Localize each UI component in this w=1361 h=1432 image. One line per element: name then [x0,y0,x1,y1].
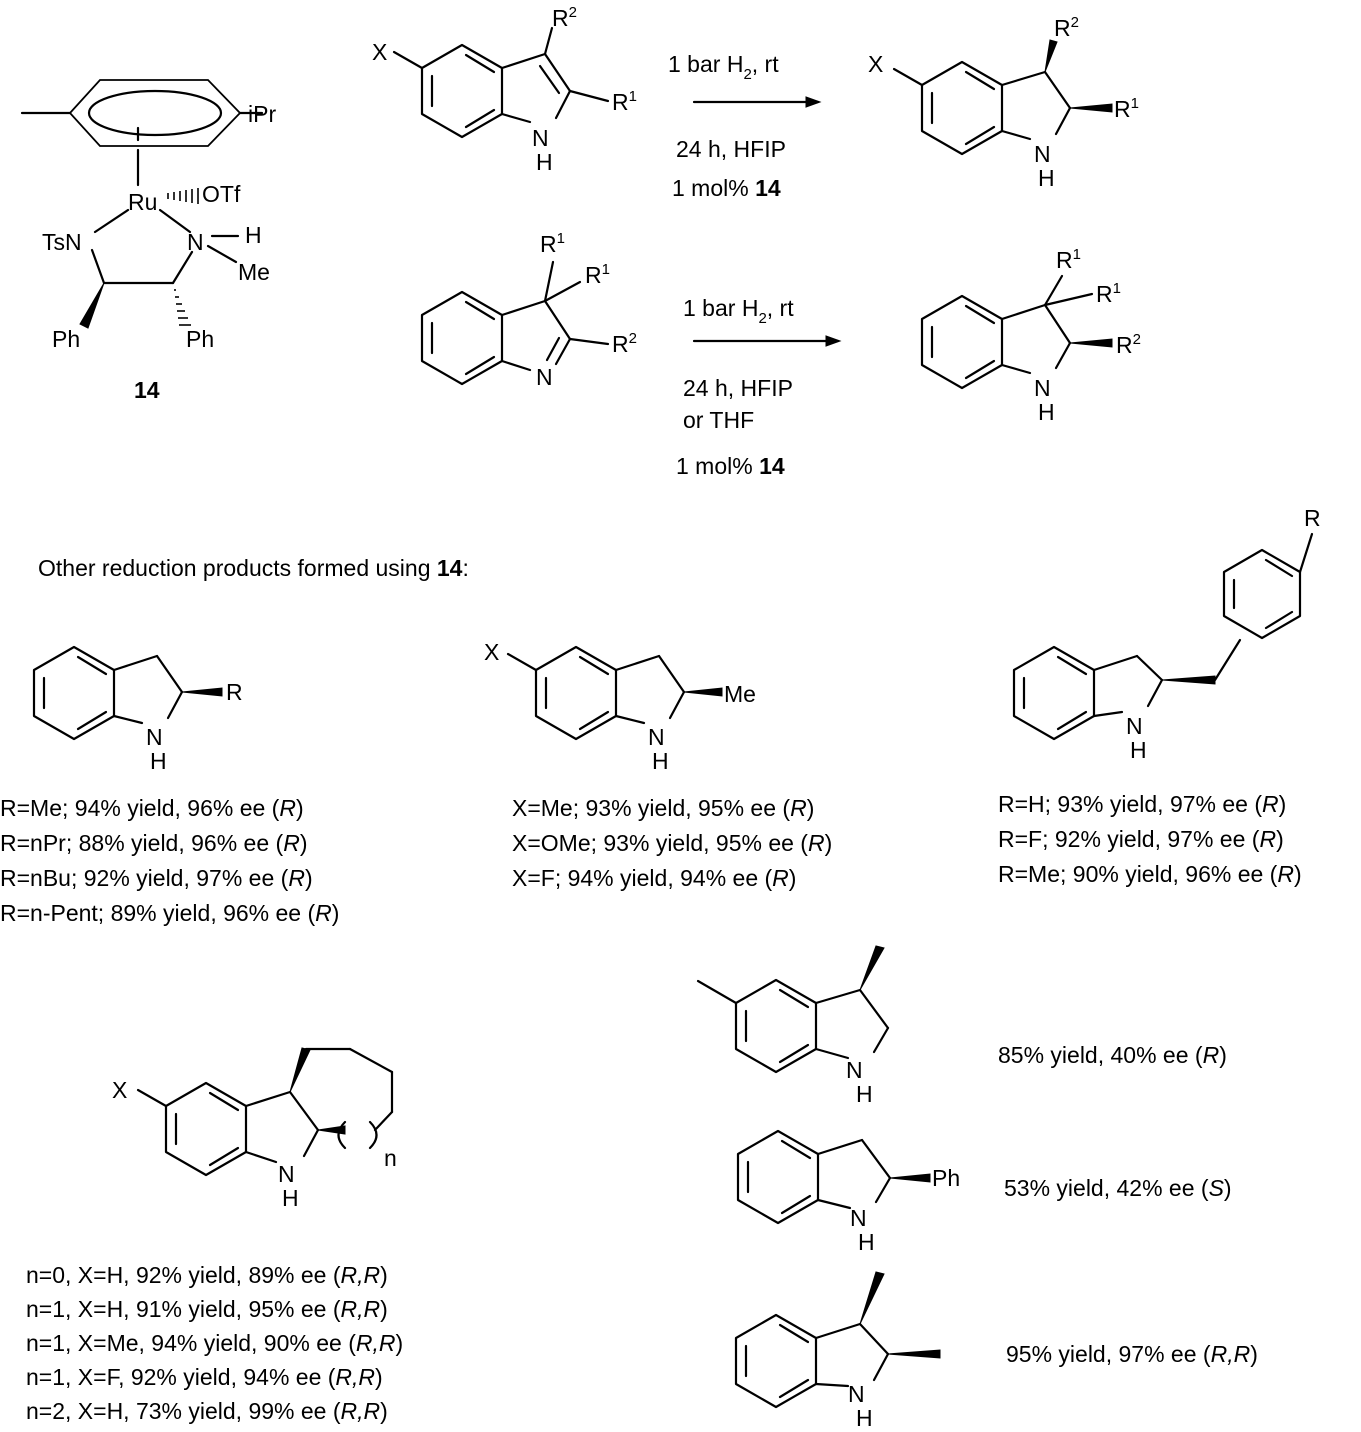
section-heading: Other reduction products formed using 14… [38,555,469,581]
ru-otf-hashed-bond [167,188,199,204]
nh-label: N [146,724,163,750]
nh-label: N [278,1161,295,1187]
nh-label: N [850,1205,867,1231]
r1-label: R1 [1114,95,1139,122]
reaction1-condition-h2: 1 bar H2, rt [668,51,779,83]
nh-hydrogen-label: H [1038,165,1055,191]
x-label: X [484,639,499,665]
result-line: R=n-Pent; 89% yield, 96% ee (R) [0,900,339,926]
r2-label: R2 [1116,331,1141,358]
reaction2-condition-h2: 1 bar H2, rt [683,295,794,327]
nh-label: N [648,724,665,750]
imine-n-label: N [536,364,553,390]
ph-right-label: Ph [186,326,214,352]
result-line: n=2, X=H, 73% yield, 99% ee (R,R) [26,1398,388,1424]
result-line: n=1, X=H, 91% yield, 95% ee (R,R) [26,1296,388,1322]
me-label: Me [238,259,270,285]
ru-label: Ru [128,189,157,215]
nh-hydrogen-label: H [856,1405,873,1431]
result-line: R=nBu; 92% yield, 97% ee (R) [0,865,313,891]
ph-left-label: Ph [52,326,80,352]
result-line: R=H; 93% yield, 97% ee (R) [998,791,1286,817]
product-f-result: 53% yield, 42% ee (S) [1004,1175,1232,1201]
reaction2-arrow [692,335,842,347]
result-line: R=Me; 90% yield, 96% ee (R) [998,861,1302,887]
result-line: n=1, X=F, 92% yield, 94% ee (R,R) [26,1364,383,1390]
nh-label: N [846,1057,863,1083]
reaction2-substrate-indolenine: R1 R1 R2 N [420,230,637,390]
reaction2-condition-solvent: 24 h, HFIP [683,375,793,401]
nh-label: N [1034,375,1051,401]
product-g-structure: N H [734,1271,941,1431]
nh-label: N [532,125,549,151]
product-a-structure: R N H [32,645,243,774]
r1-label-second: R1 [585,261,610,288]
catalyst-number: 14 [134,377,160,403]
nh-hydrogen-label: H [245,222,262,248]
r2-label: R2 [612,330,637,357]
r1-label: R1 [540,230,565,257]
product-e-structure: N H [696,945,890,1107]
product-b-structure: X Me N H [484,639,756,774]
result-line: n=1, X=Me, 94% yield, 90% ee (R,R) [26,1330,403,1356]
nh-hydrogen-label: H [536,149,553,175]
result-line: R=Me; 94% yield, 96% ee (R) [0,795,304,821]
result-line: R=nPr; 88% yield, 96% ee (R) [0,830,307,856]
r2-label: R2 [1054,14,1079,41]
product-d-structure: X n N H [112,1047,397,1211]
nh-label: N [1126,713,1143,739]
reaction1-catalyst-loading: 1 mol% 14 [672,175,781,201]
x-label: X [372,39,387,65]
product-c-results: R=H; 93% yield, 97% ee (R) R=F; 92% yiel… [998,791,1302,887]
result-line: n=0, X=H, 92% yield, 89% ee (R,R) [26,1262,388,1288]
reaction1-product-indoline: X R2 R1 N H [868,14,1139,191]
product-b-results: X=Me; 93% yield, 95% ee (R) X=OMe; 93% y… [512,795,832,891]
otf-label: OTf [202,181,241,207]
nh-hydrogen-label: H [1038,399,1055,425]
r1-label: R1 [612,88,637,115]
product-a-results: R=Me; 94% yield, 96% ee (R) R=nPr; 88% y… [0,795,339,926]
reaction1-condition-solvent: 24 h, HFIP [676,136,786,162]
nh-hydrogen-label: H [858,1229,875,1255]
reaction1-arrow [692,96,822,108]
ph-label: Ph [932,1165,960,1191]
result-line: X=Me; 93% yield, 95% ee (R) [512,795,814,821]
product-c-structure: R N H [1012,505,1321,763]
r1-label-second: R1 [1096,280,1121,307]
reaction2-catalyst-loading: 1 mol% 14 [676,453,785,479]
ph-hashed-bond [174,289,191,326]
nh-hydrogen-label: H [1130,737,1147,763]
nh-hydrogen-label: H [150,748,167,774]
product-g-result: 95% yield, 97% ee (R,R) [1006,1341,1258,1367]
product-d-results: n=0, X=H, 92% yield, 89% ee (R,R) n=1, X… [26,1262,403,1424]
catalyst-14-structure: iPr Ru OTf TsN N H Me Ph Ph 14 [20,79,276,403]
nh-hydrogen-label: H [282,1185,299,1211]
nh-hydrogen-label: H [856,1081,873,1107]
nh-label: N [1034,141,1051,167]
product-f-structure: Ph N H [736,1129,960,1255]
n-subscript-label: n [384,1145,397,1171]
r2-label: R2 [552,4,577,31]
me-label: Me [724,681,756,707]
r-label: R [226,679,243,705]
nh-hydrogen-label: H [652,748,669,774]
reaction2-condition-solvent-alt: or THF [683,407,754,433]
x-label: X [868,51,883,77]
reaction1-substrate-indole: X R2 R1 N H [372,4,637,175]
n-methyl-label: N [187,229,204,255]
r1-label: R1 [1056,246,1081,273]
x-label: X [112,1077,127,1103]
r-label: R [1304,505,1321,531]
result-line: X=OMe; 93% yield, 95% ee (R) [512,830,832,856]
product-e-result: 85% yield, 40% ee (R) [998,1042,1227,1068]
reaction2-product-indoline: R1 R1 R2 N H [920,246,1141,425]
ipr-label: iPr [248,101,276,127]
ph-wedge-bond [79,282,105,329]
nh-label: N [848,1381,865,1407]
result-line: X=F; 94% yield, 94% ee (R) [512,865,796,891]
tsn-label: TsN [42,229,82,255]
result-line: R=F; 92% yield, 97% ee (R) [998,826,1284,852]
